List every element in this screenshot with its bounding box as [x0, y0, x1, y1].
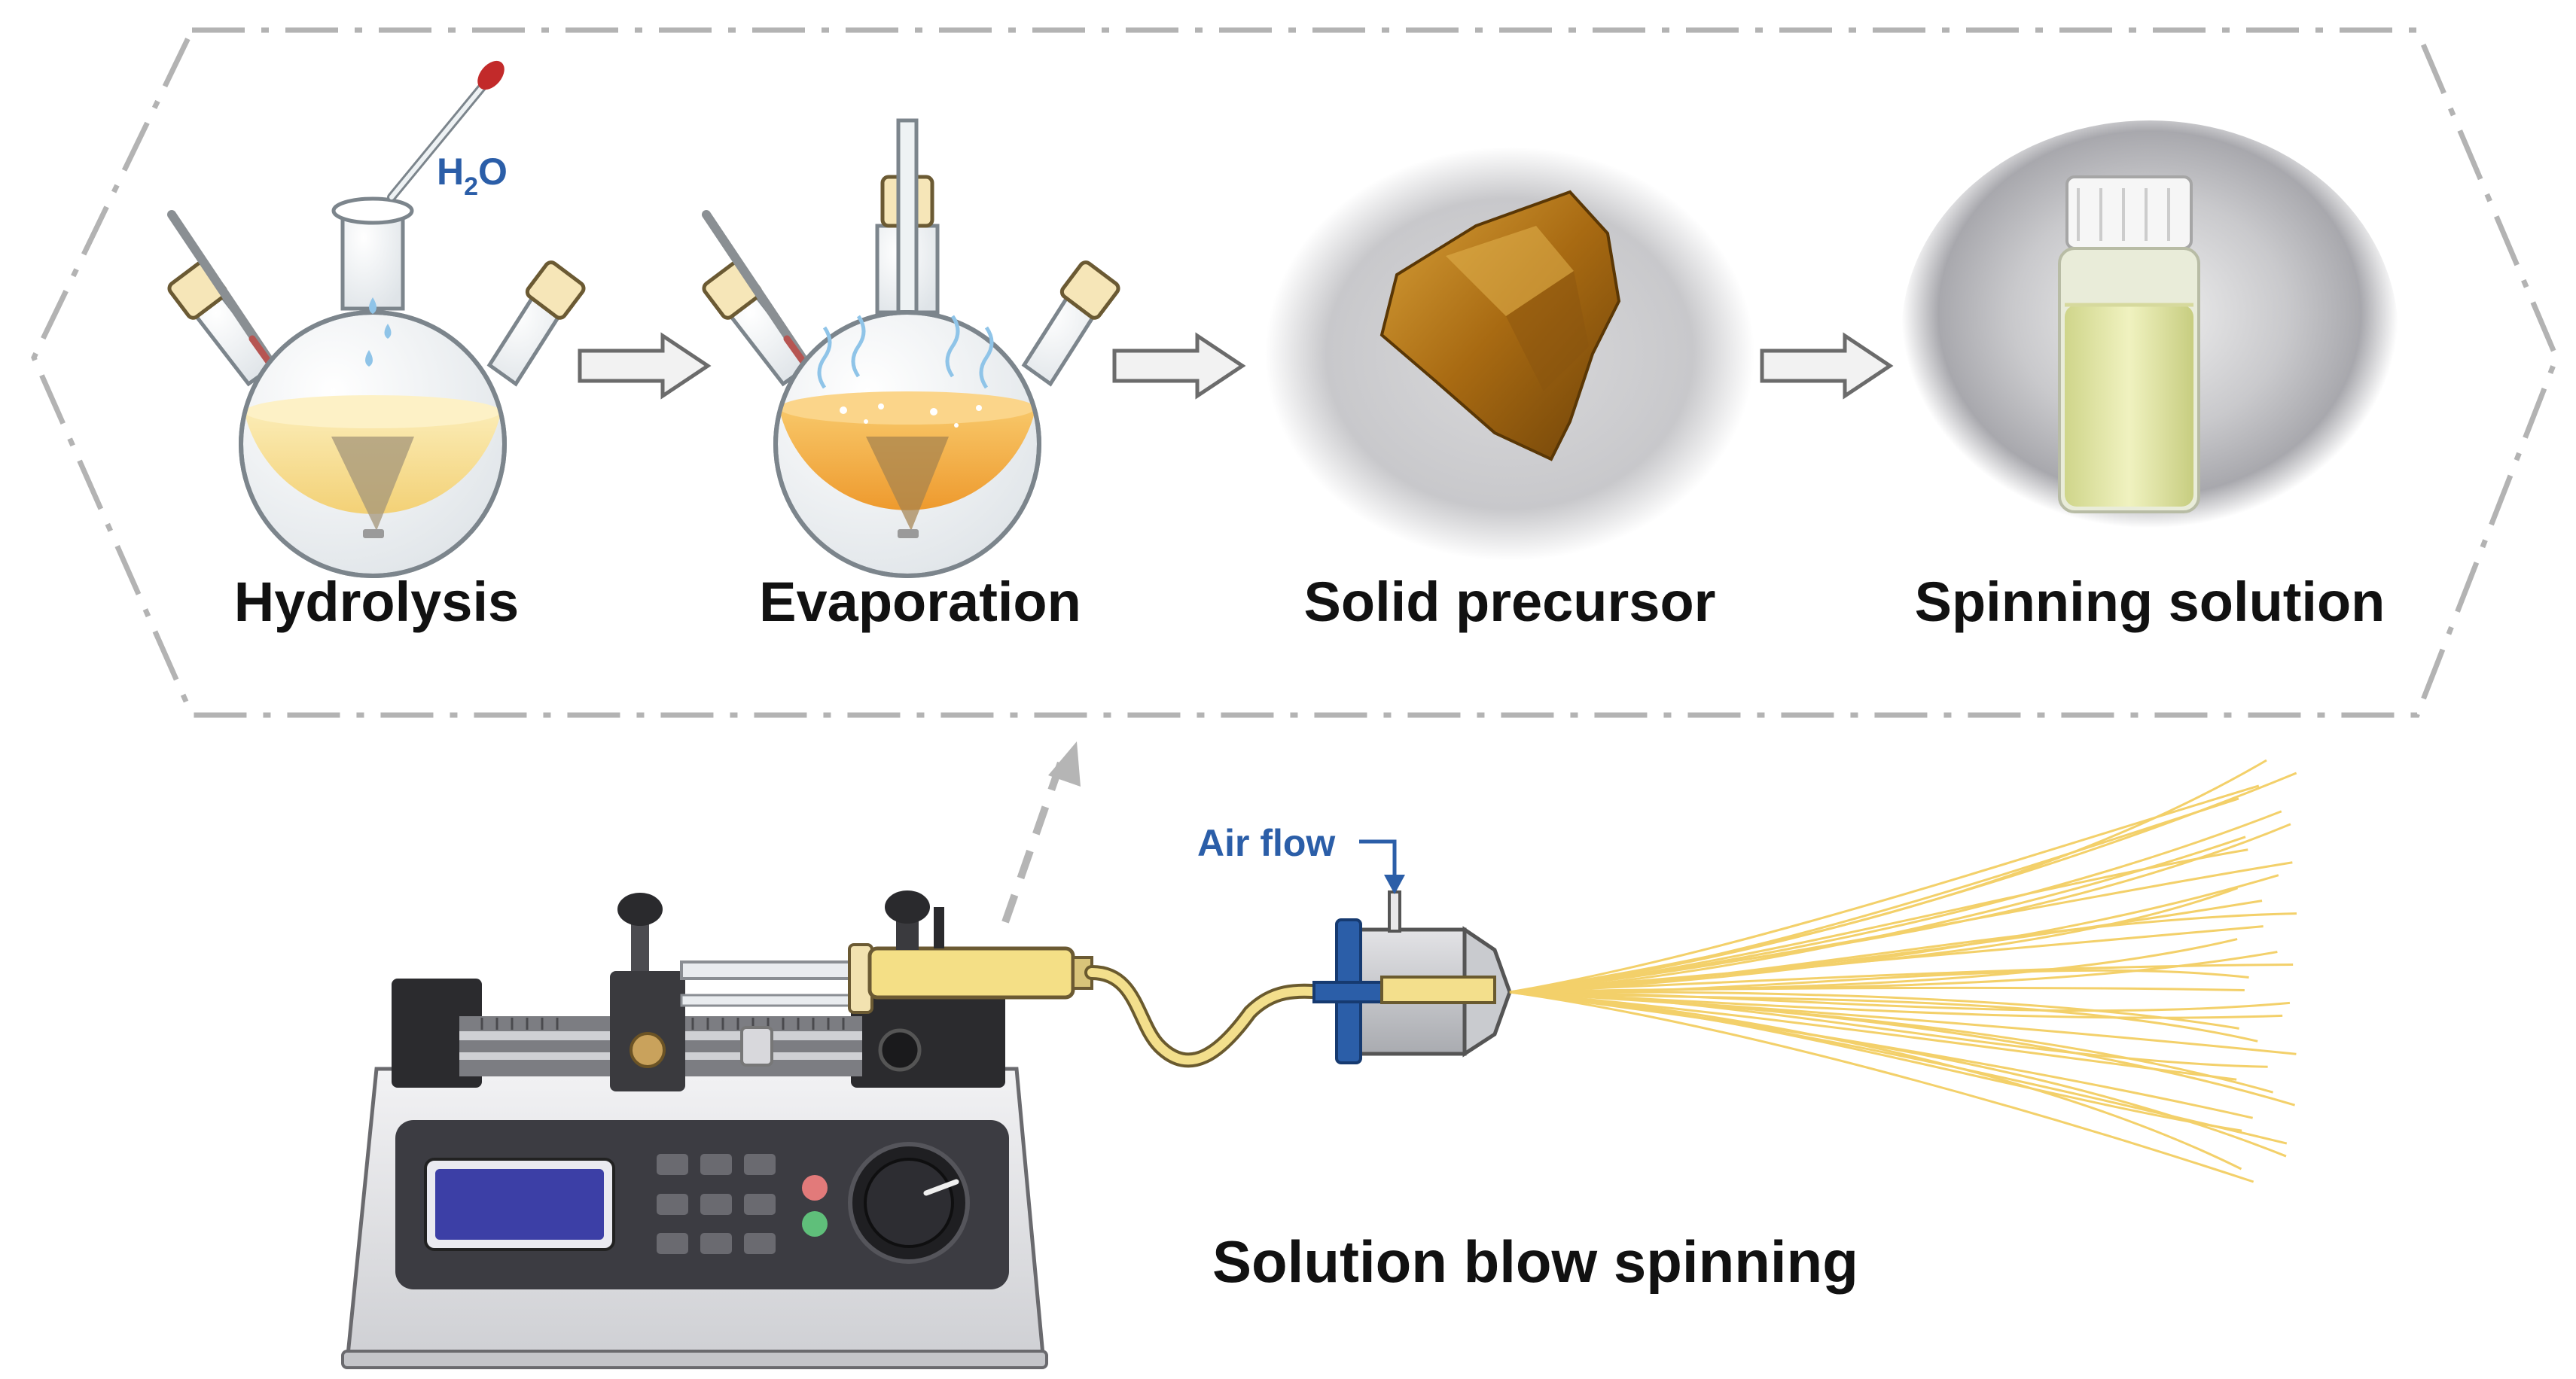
hydrolysis-flask-icon: [167, 60, 586, 578]
air-flow-arrowhead: [1384, 875, 1405, 894]
spinning-solution-photo: [1901, 120, 2398, 549]
fiber-strand: [1509, 986, 2245, 994]
fiber-strand: [1509, 991, 2239, 1030]
fiber-strand: [1509, 991, 2242, 1170]
fiber-strand: [1509, 861, 2293, 994]
dashed-link-arrow: [1001, 759, 1065, 924]
fiber-strand: [1509, 784, 2260, 994]
process-label: Solution blow spinning: [1212, 1228, 1858, 1295]
fiber-strand: [1509, 925, 2264, 994]
dashed-link-arrowhead: [1048, 741, 1081, 787]
evaporation-flask-icon: [702, 118, 1120, 578]
step-label-hydrolysis: Hydrolysis: [234, 571, 519, 633]
fiber-strand: [1509, 991, 2296, 1107]
step-label-solid-precursor: Solid precursor: [1304, 571, 1716, 633]
fiber-jet: [1509, 759, 2297, 1183]
fiber-strand: [1509, 963, 2294, 994]
fiber-strand: [1509, 848, 2248, 994]
fiber-strand: [1509, 991, 2254, 1183]
syringe-pump-icon: [341, 890, 1093, 1369]
water-formula: H2O: [437, 151, 508, 201]
arrow-icon: [1760, 332, 1894, 400]
fiber-strand: [1509, 991, 2291, 1012]
arrow-icon: [578, 332, 712, 400]
fiber-strand: [1509, 991, 2242, 1132]
air-flow-label: Air flow: [1197, 822, 1335, 864]
fiber-strand: [1509, 810, 2282, 994]
fiber-strand: [1509, 991, 2258, 1043]
process-frame: [31, 27, 2559, 718]
air-flow-pointer: [1359, 839, 1397, 881]
step-label-spinning-solution: Spinning solution: [1915, 571, 2385, 633]
fiber-strand: [1509, 797, 2239, 994]
spinning-nozzle-icon: [1312, 890, 1512, 1064]
fiber-strand: [1509, 912, 2297, 994]
step-label-evaporation: Evaporation: [759, 571, 1081, 633]
arrow-icon: [1112, 332, 1246, 400]
fiber-strand: [1509, 991, 2287, 1158]
solid-precursor-photo: [1265, 147, 1754, 561]
